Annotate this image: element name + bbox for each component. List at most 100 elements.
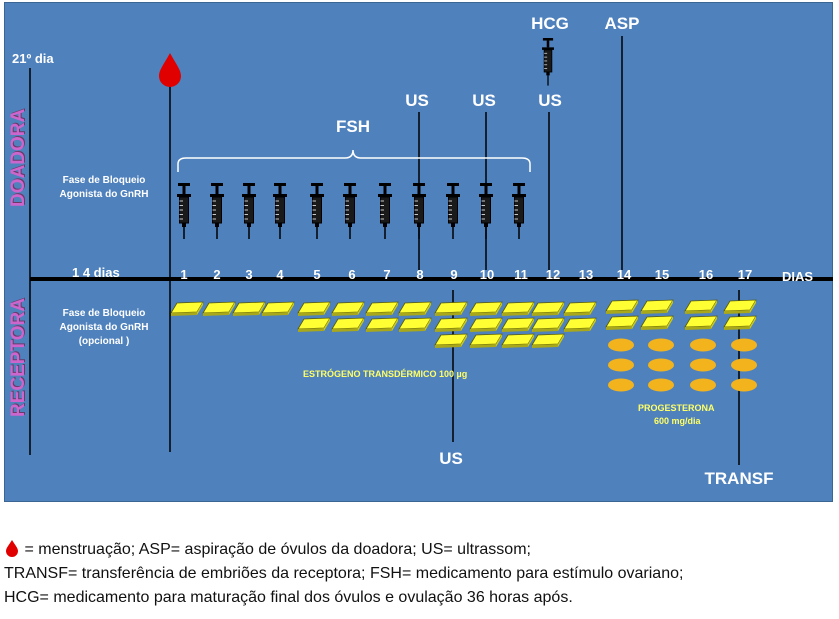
syringe-icon bbox=[343, 183, 357, 239]
days-count-label: 1 4 dias bbox=[72, 265, 120, 280]
estrogen-patches bbox=[170, 299, 757, 348]
progesterone-pill bbox=[690, 358, 716, 372]
estrogen-patch bbox=[723, 299, 757, 314]
day-number: 1 bbox=[180, 267, 188, 282]
blood-drop-icon bbox=[159, 53, 181, 87]
start-day-label: 21º dia bbox=[12, 51, 54, 66]
blood-drop-icon bbox=[6, 540, 18, 557]
day-number: 4 bbox=[276, 267, 284, 282]
us-label-recipient: US bbox=[439, 449, 463, 468]
syringe-icon bbox=[242, 183, 256, 239]
progesterone-pill bbox=[608, 358, 634, 372]
day-number: 6 bbox=[348, 267, 356, 282]
asp-label: ASP bbox=[604, 14, 640, 33]
syringe-icon bbox=[210, 183, 224, 239]
legend: = menstruação; ASP= aspiração de óvulos … bbox=[4, 538, 834, 610]
syringe-icon bbox=[310, 183, 324, 239]
estrogen-patch bbox=[398, 301, 432, 316]
day-number: 15 bbox=[654, 267, 670, 282]
estrogen-patch bbox=[605, 315, 639, 330]
estrogen-patch bbox=[684, 299, 718, 314]
day-number: 5 bbox=[313, 267, 321, 282]
estrogen-patch bbox=[531, 333, 565, 348]
estrogen-patch bbox=[469, 317, 503, 332]
day-number: 12 bbox=[545, 267, 561, 282]
estrogen-patch bbox=[398, 317, 432, 332]
estrogen-patch bbox=[501, 333, 535, 348]
day-number: 8 bbox=[416, 267, 424, 282]
progesterone-pill bbox=[608, 378, 634, 392]
legend-line-3: HCG= medicamento para maturação final do… bbox=[4, 589, 573, 606]
fsh-bracket bbox=[177, 149, 531, 172]
estrogen-patch bbox=[170, 301, 204, 316]
syringe-icon bbox=[378, 183, 392, 239]
estrogen-patch bbox=[202, 301, 236, 316]
progesterone-label: PROGESTERONA bbox=[638, 403, 715, 413]
day-number: 16 bbox=[698, 267, 714, 282]
estrogen-patch bbox=[232, 301, 266, 316]
day-number: 9 bbox=[450, 267, 458, 282]
progesterone-pill bbox=[648, 358, 674, 372]
estrogen-patch bbox=[605, 299, 639, 314]
syringe-icon bbox=[446, 183, 460, 239]
estrogen-patch bbox=[501, 301, 535, 316]
estrogen-patch bbox=[331, 301, 365, 316]
day-number: 7 bbox=[383, 267, 391, 282]
progesterone-pill bbox=[731, 378, 757, 392]
estrogen-patch bbox=[640, 315, 674, 330]
legend-text-1: = menstruação; ASP= aspiração de óvulos … bbox=[24, 541, 531, 558]
estrogen-patch bbox=[469, 301, 503, 316]
syringe-icon bbox=[512, 183, 526, 239]
fsh-label: FSH bbox=[336, 117, 370, 136]
axis-unit-label: DIAS bbox=[782, 269, 814, 284]
day-number: 17 bbox=[737, 267, 753, 282]
day-number: 10 bbox=[479, 267, 495, 282]
syringe-icon bbox=[177, 183, 191, 239]
hcg-syringe-icon bbox=[542, 38, 554, 86]
day-number: 14 bbox=[616, 267, 632, 282]
progesterone-pill bbox=[731, 358, 757, 372]
us-label-day8: US bbox=[405, 91, 429, 110]
estrogen-patch bbox=[723, 315, 757, 330]
progesterone-pill bbox=[648, 338, 674, 352]
estrogen-patch bbox=[297, 317, 331, 332]
day-number: 3 bbox=[245, 267, 253, 282]
estrogen-patch bbox=[640, 299, 674, 314]
estrogen-patch bbox=[469, 333, 503, 348]
estrogen-patch bbox=[261, 301, 295, 316]
estrogen-patch bbox=[365, 301, 399, 316]
recipient-phase-label: Fase de Bloqueio Agonista do GnRH (opcio… bbox=[59, 308, 149, 347]
progesterone-pills bbox=[608, 338, 757, 392]
donor-label: DOADORA bbox=[8, 108, 29, 207]
estrogen-patch bbox=[531, 301, 565, 316]
syringe-icon bbox=[412, 183, 426, 239]
estrogen-patch bbox=[434, 333, 468, 348]
legend-line-2: TRANSF= transferência de embriões da rec… bbox=[4, 565, 684, 582]
syringe-icon bbox=[479, 183, 493, 239]
day-number: 13 bbox=[578, 267, 594, 282]
day-number: 11 bbox=[514, 267, 528, 282]
us-label-day10: US bbox=[472, 91, 496, 110]
estrogen-patch bbox=[563, 317, 597, 332]
legend-line-1: = menstruação; ASP= aspiração de óvulos … bbox=[4, 538, 834, 562]
estrogen-patch bbox=[684, 315, 718, 330]
estrogen-patch bbox=[434, 317, 468, 332]
estrogen-patch bbox=[501, 317, 535, 332]
estrogen-patch bbox=[331, 317, 365, 332]
estrogen-patch bbox=[531, 317, 565, 332]
estrogen-patch bbox=[365, 317, 399, 332]
syringe-icon bbox=[542, 38, 554, 86]
estrogen-patch bbox=[297, 301, 331, 316]
progesterone-pill bbox=[731, 338, 757, 352]
progesterone-dose-label: 600 mg/dia bbox=[654, 416, 701, 426]
progesterone-pill bbox=[648, 378, 674, 392]
syringe-icon bbox=[273, 183, 287, 239]
us-label-day12: US bbox=[538, 91, 562, 110]
transf-label: TRANSF bbox=[704, 469, 774, 488]
progesterone-pill bbox=[690, 338, 716, 352]
hcg-label: HCG bbox=[531, 14, 569, 33]
progesterone-pill bbox=[690, 378, 716, 392]
estrogen-patch bbox=[434, 301, 468, 316]
estrogen-label: ESTRÓGENO TRANSDÉRMICO 100 µg bbox=[303, 369, 468, 379]
